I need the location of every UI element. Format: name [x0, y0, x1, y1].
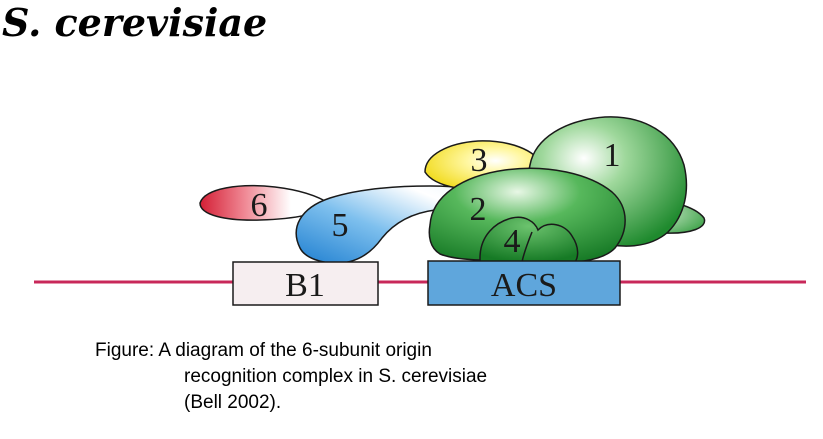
b1-box: [232, 261, 379, 306]
subunit-2-shape: [428, 167, 626, 264]
subunit-5-label: 5: [332, 207, 349, 244]
caption-line-3: (Bell 2002).: [184, 392, 282, 413]
subunit-4-divider: [521, 231, 533, 263]
caption-line-2: recognition complex in S. cerevisiae: [184, 366, 488, 387]
subunit-6-label: 6: [251, 187, 268, 224]
acs-label: ACS: [491, 267, 557, 304]
subunit-1-label: 1: [604, 137, 621, 174]
b1-label: B1: [285, 267, 325, 304]
figure-caption: Figure: A diagram of the 6-subunit origi…: [95, 338, 487, 416]
page-title: S. cerevisiae: [2, 0, 268, 45]
subunit-2-label: 2: [470, 191, 487, 228]
caption-line-1: Figure: A diagram of the 6-subunit origi…: [95, 340, 432, 361]
subunit-4-label: 4: [504, 223, 521, 260]
subunit-3-label: 3: [471, 142, 488, 179]
acs-box: [427, 260, 621, 306]
